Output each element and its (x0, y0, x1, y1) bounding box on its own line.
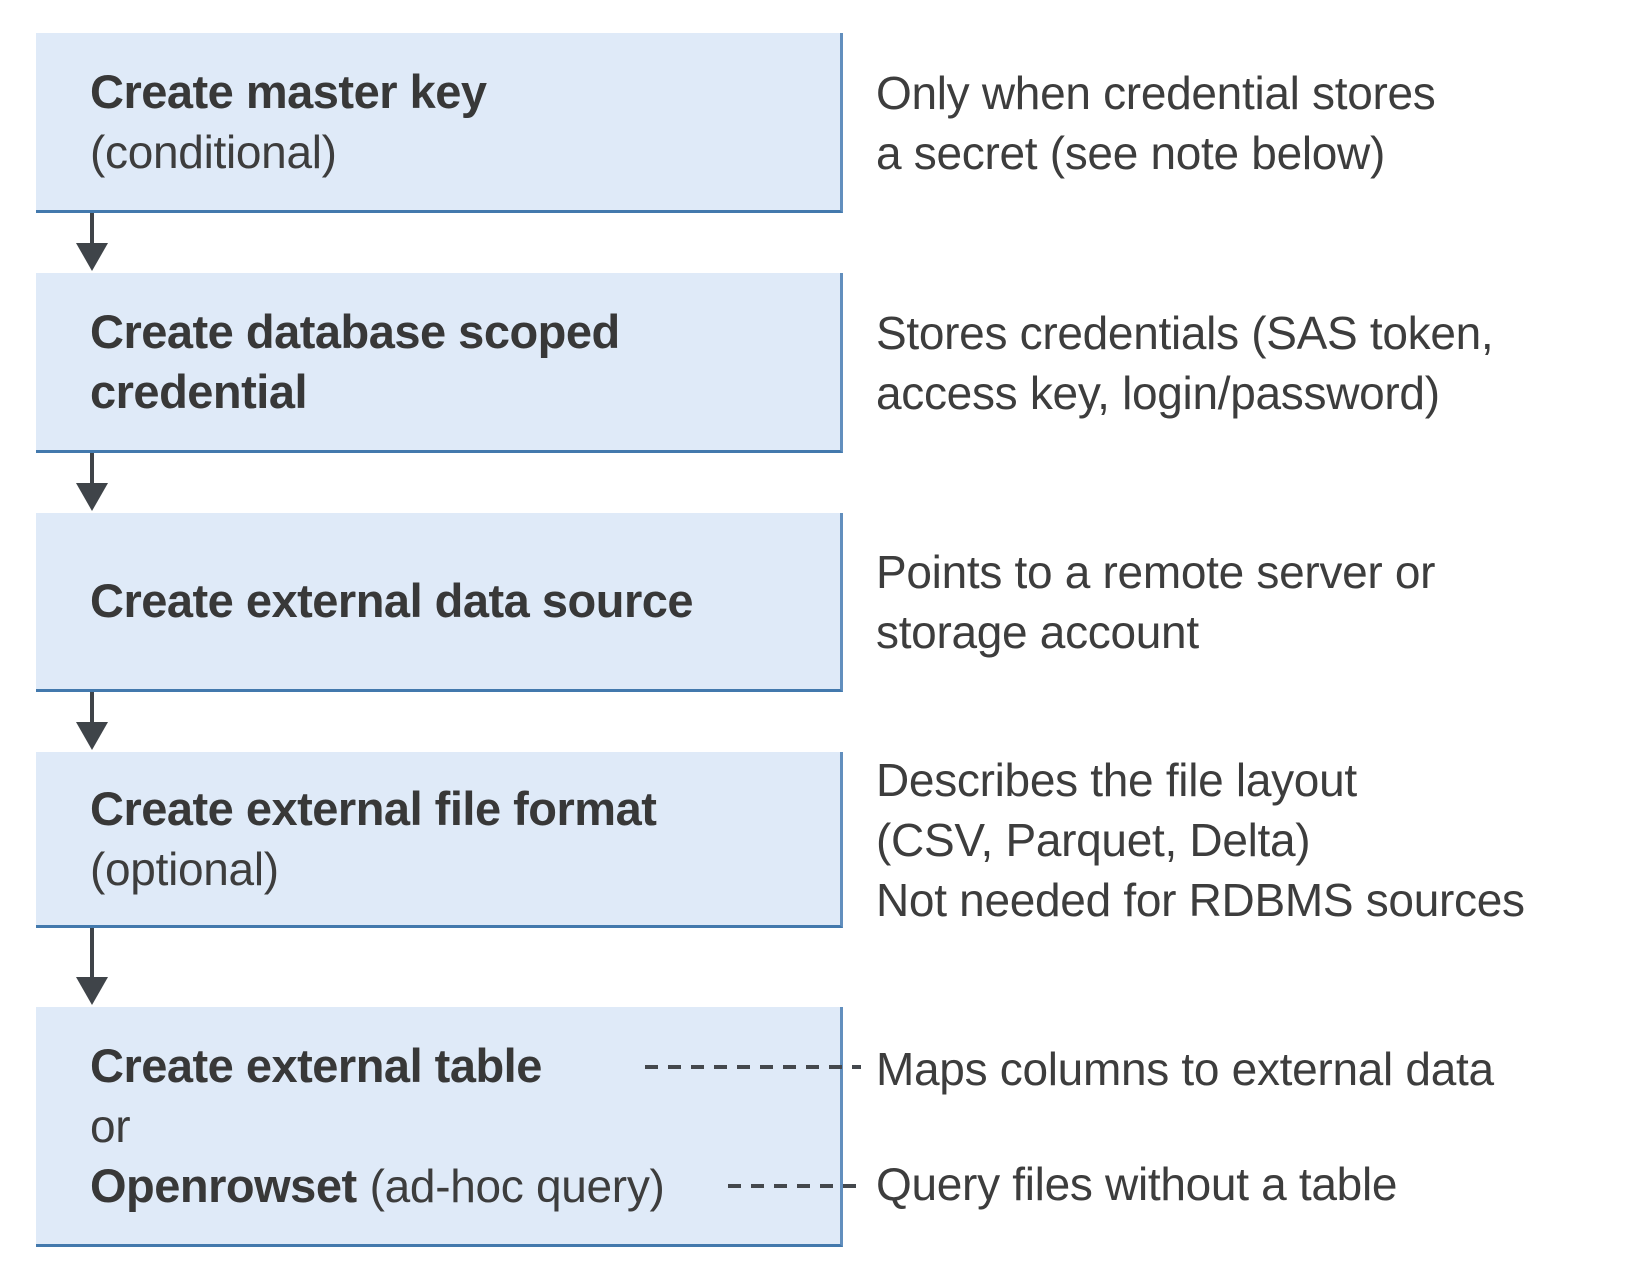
note-line: Describes the file layout (876, 754, 1357, 806)
note-line: access key, login/password) (876, 367, 1440, 419)
note-line: Query files without a table (876, 1158, 1398, 1210)
flow-arrow-icon (76, 453, 108, 511)
note-external-file-format: Describes the file layout (CSV, Parquet,… (876, 750, 1525, 930)
step-box-create-database-scoped-credential: Create database scoped credential (36, 273, 843, 453)
step-subtitle: (optional) (90, 842, 279, 895)
note-line: Not needed for RDBMS sources (876, 874, 1525, 926)
step-title: Create external table (90, 1038, 542, 1092)
step-box-create-external-file-format: Create external file format (optional) (36, 752, 843, 928)
note-master-key: Only when credential stores a secret (se… (876, 63, 1436, 183)
note-line: Only when credential stores (876, 67, 1436, 119)
step-box-create-master-key: Create master key (conditional) (36, 33, 843, 213)
step-alt-line: Openrowset (ad-hoc query) (90, 1156, 840, 1216)
note-line: (CSV, Parquet, Delta) (876, 814, 1311, 866)
flow-arrow-icon (76, 928, 108, 1005)
step-title: Create external data source (90, 574, 694, 627)
step-alt-title: Openrowset (90, 1158, 357, 1212)
dashed-connector-line (645, 1065, 861, 1069)
step-title: Create database scoped credential (90, 304, 620, 418)
note-database-scoped-credential: Stores credentials (SAS token, access ke… (876, 303, 1494, 423)
flow-arrow-icon (76, 692, 108, 750)
dashed-connector-line (728, 1184, 861, 1188)
step-title: Create master key (90, 64, 487, 118)
step-box-create-external-table-or-openrowset: Create external table or Openrowset (ad-… (36, 1007, 843, 1247)
note-external-data-source: Points to a remote server or storage acc… (876, 542, 1435, 662)
flow-arrow-icon (76, 213, 108, 271)
step-alt-subtitle: (ad-hoc query) (369, 1159, 665, 1212)
note-line: a secret (see note below) (876, 127, 1385, 179)
step-title: Create external file format (90, 781, 657, 835)
note-line: Points to a remote server or (876, 546, 1436, 598)
step-or-label: or (90, 1099, 131, 1152)
note-openrowset: Query files without a table (876, 1154, 1397, 1214)
step-box-create-external-data-source: Create external data source (36, 513, 843, 692)
note-line: Stores credentials (SAS token, (876, 307, 1494, 359)
note-line: storage account (876, 606, 1199, 658)
step-subtitle: (conditional) (90, 125, 337, 178)
note-line: Maps columns to external data (876, 1043, 1494, 1095)
note-external-table: Maps columns to external data (876, 1039, 1494, 1099)
